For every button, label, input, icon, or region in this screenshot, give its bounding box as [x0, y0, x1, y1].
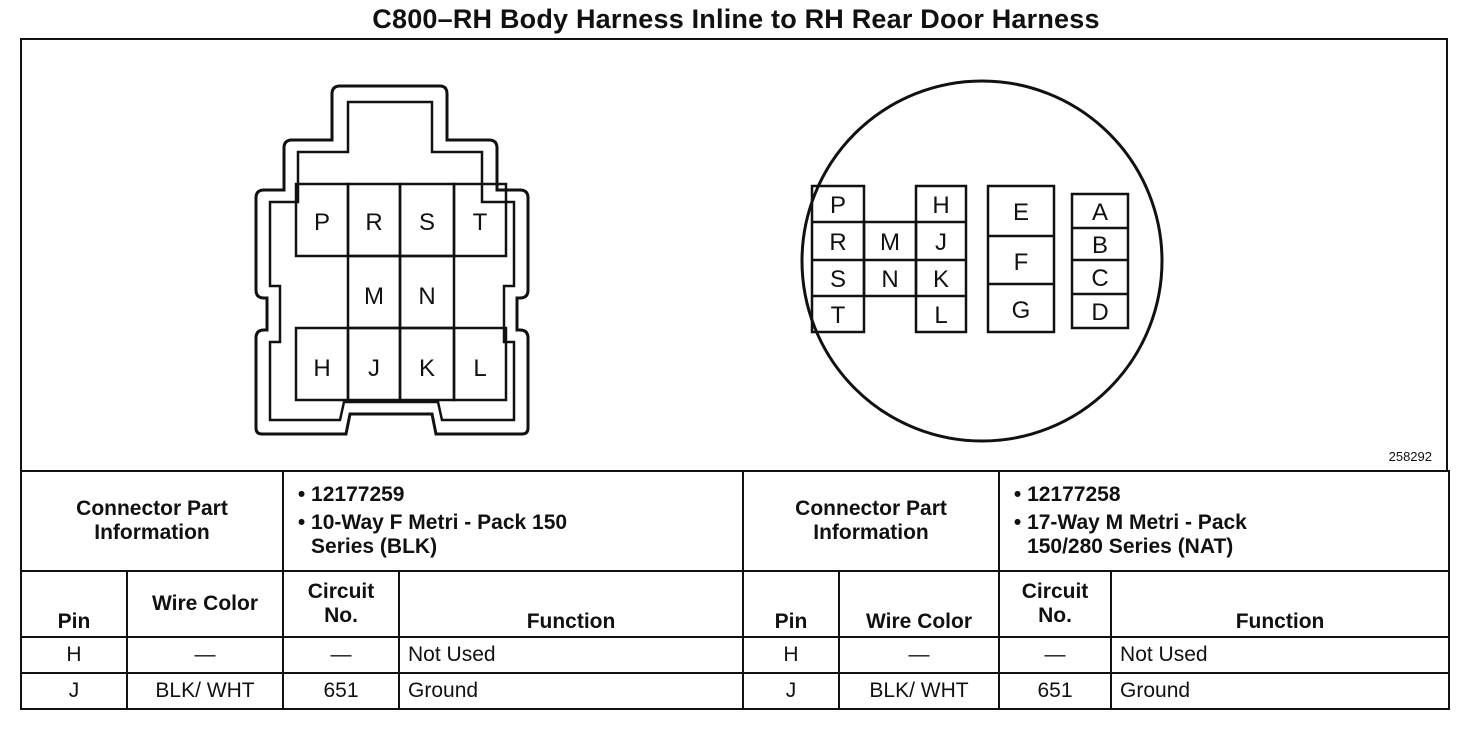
- left-connector-inner-outline: [268, 100, 516, 422]
- pin-label: L: [934, 302, 947, 329]
- pin-label: A: [1092, 199, 1108, 226]
- col-header-wire-color: Wire Color: [125, 570, 285, 638]
- left-connector-cells: [294, 182, 508, 402]
- connector-part-info-label: Connector Part Information: [19, 470, 285, 572]
- pin-label: J: [935, 229, 947, 256]
- right-part-description: 17-Way M Metri - Pack 150/280 Series (NA…: [1027, 511, 1247, 558]
- table-row: J BLK/ WHT 651 Ground J BLK/ WHT 651 Gro…: [20, 672, 1451, 710]
- pin-cell: J: [20, 672, 128, 710]
- wire-color-cell: —: [838, 636, 1001, 674]
- pin-label: R: [829, 229, 846, 256]
- pin-label: P: [314, 209, 330, 236]
- pin-label: P: [830, 192, 846, 219]
- pin-label: L: [473, 355, 486, 382]
- function-cell: Not Used: [1110, 636, 1451, 674]
- connector-diagrams: P R S T M N H J K L: [254, 79, 1164, 443]
- pin-label: N: [418, 283, 435, 310]
- right-part-details: • 12177258 • 17-Way M Metri - Pack 150/2…: [998, 470, 1451, 572]
- col-header-circuit: Circuit No.: [998, 570, 1113, 638]
- pin-label: S: [419, 209, 435, 236]
- pin-label: E: [1013, 199, 1029, 226]
- pin-label: H: [932, 192, 949, 219]
- col-header-pin: Pin: [742, 570, 841, 638]
- pin-label: S: [830, 266, 846, 293]
- pin-cell: H: [742, 636, 841, 674]
- column-header-row: Pin Wire Color Circuit No. Function Pin …: [20, 570, 1451, 638]
- pin-label: N: [881, 266, 898, 293]
- wire-color-cell: BLK/ WHT: [125, 672, 285, 710]
- right-part-number: 12177258: [1027, 483, 1121, 506]
- function-cell: Not Used: [398, 636, 745, 674]
- left-part-number: 12177259: [311, 483, 405, 506]
- left-part-description: 10-Way F Metri - Pack 150 Series (BLK): [311, 511, 568, 558]
- pin-label: C: [1091, 265, 1108, 292]
- pin-label: G: [1012, 297, 1031, 324]
- pin-label: B: [1092, 232, 1108, 259]
- right-connector-housing: [800, 79, 1164, 443]
- pin-label: J: [368, 355, 380, 382]
- pin-label: M: [880, 229, 900, 256]
- diagram-title: C800–RH Body Harness Inline to RH Rear D…: [372, 4, 1100, 34]
- pin-label: K: [419, 355, 435, 382]
- connector-diagram-frame: P R S T M N H J K L: [20, 38, 1448, 472]
- wire-color-cell: —: [125, 636, 285, 674]
- pin-cell-L: [452, 326, 508, 402]
- left-part-details: • 12177259 • 10-Way F Metri - Pack 150 S…: [282, 470, 745, 572]
- pin-label: K: [933, 266, 949, 293]
- table-row: H — — Not Used H — — Not Used: [20, 636, 1451, 674]
- pin-cell-T: [452, 182, 508, 258]
- circuit-cell: 651: [998, 672, 1113, 710]
- pin-label: F: [1014, 249, 1029, 276]
- right-connector-cells: [810, 184, 1130, 334]
- circuit-cell: —: [282, 636, 401, 674]
- wire-color-cell: BLK/ WHT: [838, 672, 1001, 710]
- connector-part-info-label: Connector Part Information: [742, 470, 1001, 572]
- part-info-row: Connector Part Information • 12177259 • …: [19, 470, 1451, 572]
- connector-info-table: Connector Part Information • 12177259 • …: [19, 470, 1451, 710]
- left-connector-housing: [254, 84, 530, 436]
- pin-label: H: [313, 355, 330, 382]
- circuit-cell: 651: [282, 672, 401, 710]
- pin-label: M: [364, 283, 384, 310]
- col-header-function: Function: [1110, 570, 1451, 638]
- pin-cell: J: [742, 672, 841, 710]
- col-header-pin: Pin: [20, 570, 128, 638]
- pin-label: R: [365, 209, 382, 236]
- circuit-cell: —: [998, 636, 1113, 674]
- col-header-wire-color: Wire Color: [838, 570, 1001, 638]
- function-cell: Ground: [398, 672, 745, 710]
- col-header-function: Function: [398, 570, 745, 638]
- pin-label: T: [831, 302, 846, 329]
- function-cell: Ground: [1110, 672, 1451, 710]
- col-header-circuit: Circuit No.: [282, 570, 401, 638]
- figure-id: 258292: [1388, 449, 1432, 464]
- pin-label: D: [1091, 299, 1108, 326]
- pin-label: T: [473, 209, 488, 236]
- pin-cell: H: [20, 636, 128, 674]
